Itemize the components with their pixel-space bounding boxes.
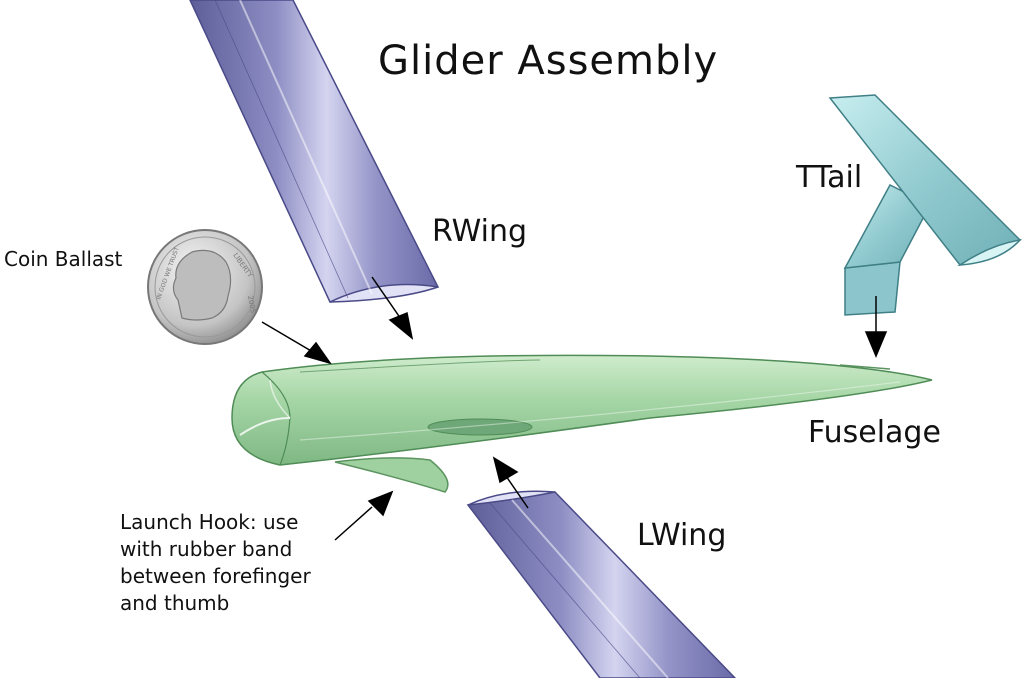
arrow-rwing-to-fuselage <box>371 276 404 323</box>
label-rwing: RWing <box>432 214 528 249</box>
launch-hook-line-3: between forefinger <box>120 564 311 588</box>
launch-hook-line-1: Launch Hook: use <box>120 510 299 534</box>
launch-hook-line-4: and thumb <box>120 591 230 615</box>
label-launch-hook: Launch Hook: use with rubber band betwee… <box>120 509 360 617</box>
label-fuselage: Fuselage <box>808 415 941 450</box>
launch-hook-line-2: with rubber band <box>120 537 293 561</box>
arrow-lwing-to-fuselage <box>505 475 529 509</box>
diagram-title: Glider Assembly <box>378 38 719 84</box>
fuselage-part <box>231 354 933 466</box>
t-tail-part <box>828 94 1023 316</box>
left-wing-part <box>466 490 737 679</box>
label-lwing: LWing <box>637 518 727 553</box>
label-ttail: TTail <box>796 160 863 195</box>
coin-ballast-part: IN GOD WE TRUST LIBERTY 2005 <box>147 229 263 345</box>
arrows <box>261 276 888 541</box>
label-coin-ballast: Coin Ballast <box>4 247 123 271</box>
arrow-hook <box>334 506 373 541</box>
launch-hook-part <box>334 457 449 493</box>
arrow-coin-to-fuselage <box>261 321 319 356</box>
right-wing-part <box>189 0 440 303</box>
coin-year-text: 2005 <box>246 295 257 314</box>
